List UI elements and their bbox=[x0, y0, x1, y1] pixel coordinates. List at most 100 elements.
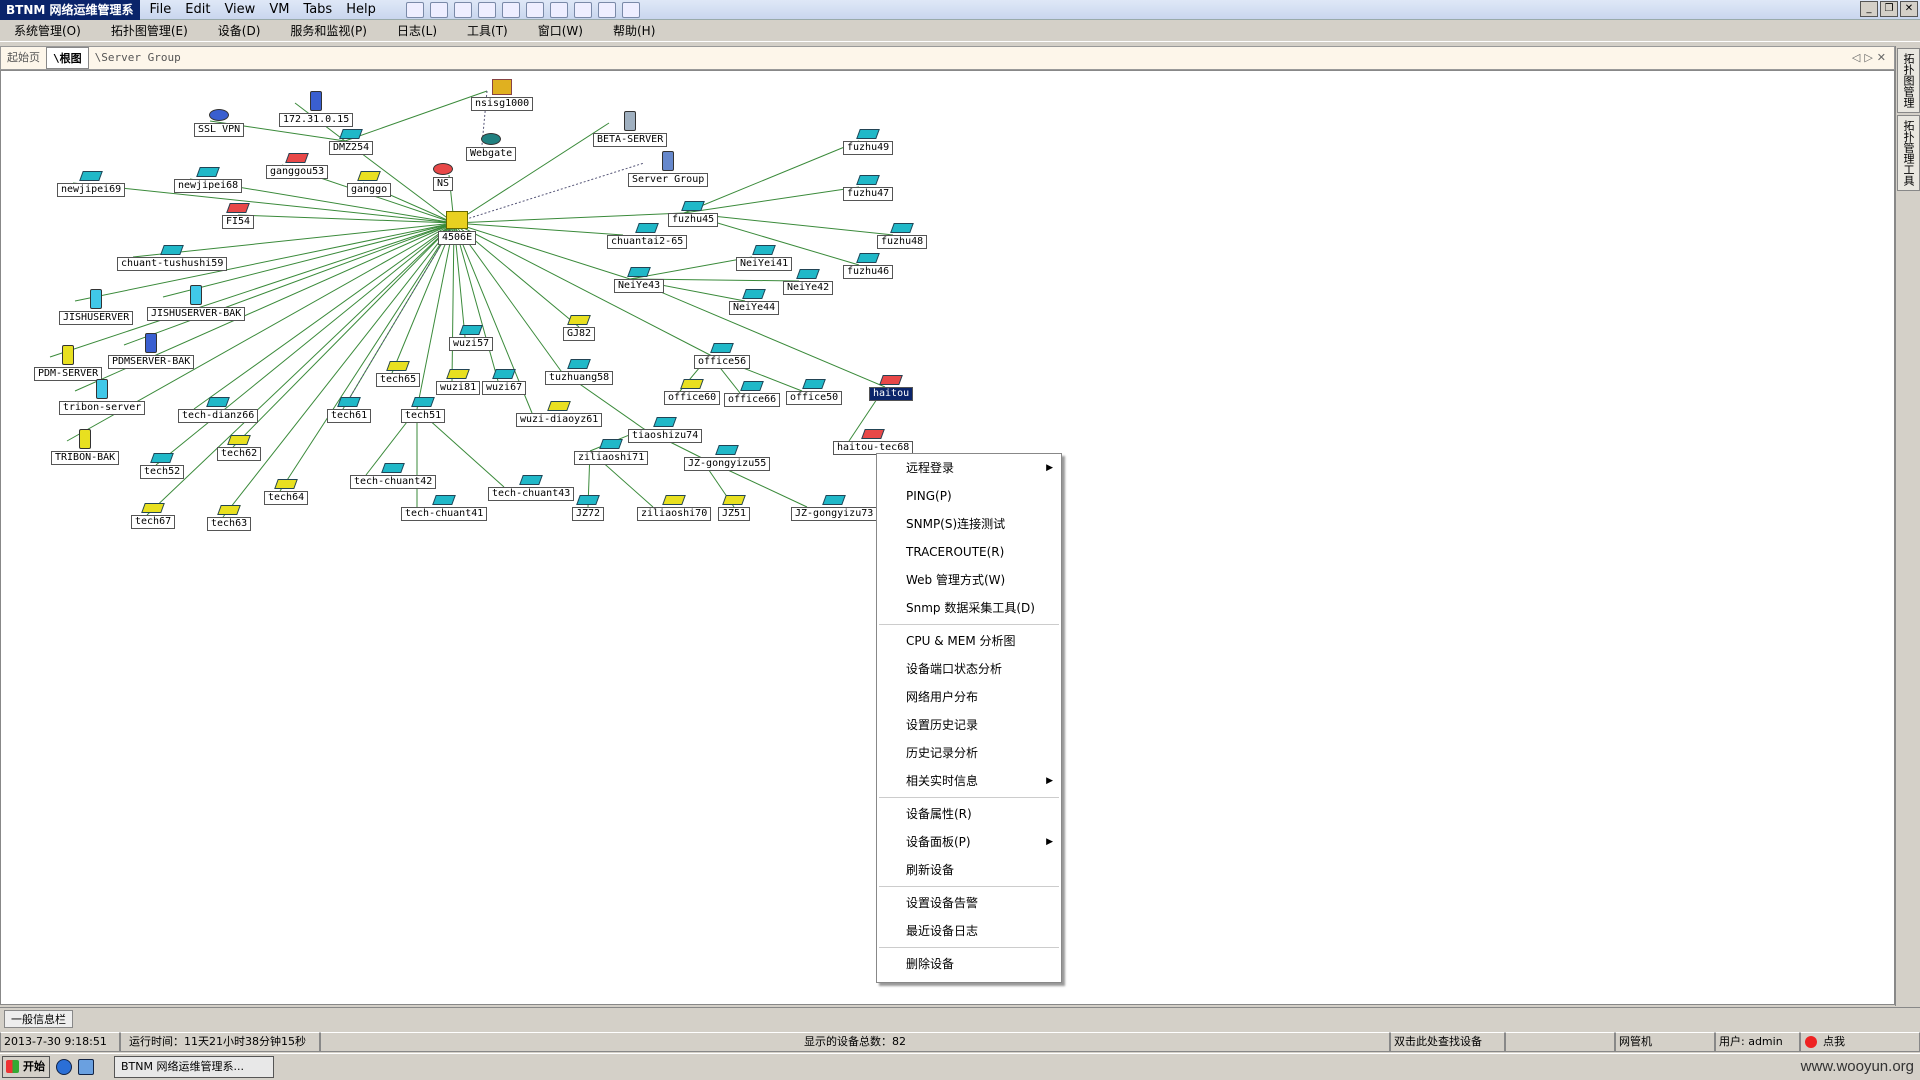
device-node-jz-gongyizu55[interactable]: JZ-gongyizu55 bbox=[684, 445, 771, 471]
device-node-wuzi81[interactable]: wuzi81 bbox=[436, 369, 481, 395]
menu-item-realtime-info[interactable]: 相关实时信息▶ bbox=[877, 767, 1061, 795]
device-node-tech61[interactable]: tech61 bbox=[327, 397, 372, 423]
device-node-office60[interactable]: office60 bbox=[664, 379, 721, 405]
menu-item-device-panel[interactable]: 设备面板(P)▶ bbox=[877, 828, 1061, 856]
pause-icon[interactable] bbox=[405, 1, 424, 18]
device-node-pdmserver-bak[interactable]: PDMSERVER-BAK bbox=[108, 333, 195, 369]
device-node-tech64[interactable]: tech64 bbox=[264, 479, 309, 505]
device-node-office50[interactable]: office50 bbox=[786, 379, 843, 405]
device-node-jz72[interactable]: JZ72 bbox=[572, 495, 605, 521]
sidebar-toggle-icon[interactable] bbox=[525, 1, 544, 18]
vm-menu-edit[interactable]: Edit bbox=[185, 2, 211, 17]
minimize-icon[interactable]: _ bbox=[1860, 1, 1878, 17]
ie-icon[interactable] bbox=[56, 1059, 72, 1075]
status-find-device[interactable]: 双击此处查找设备 bbox=[1390, 1032, 1505, 1052]
snapshot-manager-icon[interactable] bbox=[501, 1, 520, 18]
menu-item-port-status[interactable]: 设备端口状态分析 bbox=[877, 655, 1061, 683]
device-node-tech-chuant41[interactable]: tech-chuant41 bbox=[401, 495, 488, 521]
unity-icon[interactable] bbox=[597, 1, 616, 18]
menu-item-set-history[interactable]: 设置历史记录 bbox=[877, 711, 1061, 739]
vm-menu-view[interactable]: View bbox=[224, 2, 256, 17]
device-node-ganggo[interactable]: ganggo bbox=[347, 171, 392, 197]
device-node-tech62[interactable]: tech62 bbox=[217, 435, 262, 461]
device-node-tech65[interactable]: tech65 bbox=[376, 361, 421, 387]
device-node-fuzhu49[interactable]: fuzhu49 bbox=[843, 129, 894, 155]
explorer-icon[interactable] bbox=[78, 1059, 94, 1075]
device-node-ziliaoshi71[interactable]: ziliaoshi71 bbox=[574, 439, 649, 465]
device-node-wuzi57[interactable]: wuzi57 bbox=[449, 325, 494, 351]
device-node-jz-gongyizu73[interactable]: JZ-gongyizu73 bbox=[791, 495, 878, 521]
device-node-172-31-0-15[interactable]: 172.31.0.15 bbox=[279, 91, 354, 127]
device-node-ns[interactable]: NS bbox=[433, 163, 454, 191]
device-node-ssl-vpn[interactable]: SSL VPN bbox=[194, 109, 245, 137]
device-node-nsisg1000[interactable]: nsisg1000 bbox=[471, 79, 534, 111]
device-node-wuzi-diaoyz61[interactable]: wuzi-diaoyz61 bbox=[516, 401, 603, 427]
menu-item-cpu-mem[interactable]: CPU & MEM 分析图 bbox=[877, 627, 1061, 655]
menu-window[interactable]: 窗口(W) bbox=[537, 24, 583, 38]
device-node-tribon-bak[interactable]: TRIBON-BAK bbox=[51, 429, 120, 465]
info-tab[interactable]: 一般信息栏 bbox=[4, 1010, 73, 1028]
restore-icon[interactable]: ❐ bbox=[1880, 1, 1898, 17]
menu-item-snmp-test[interactable]: SNMP(S)连接测试 bbox=[877, 510, 1061, 538]
menu-device[interactable]: 设备(D) bbox=[217, 24, 261, 38]
device-node-dmz254[interactable]: DMZ254 bbox=[329, 129, 374, 155]
device-node-server-group[interactable]: Server Group bbox=[628, 151, 709, 187]
menu-item-web-manage[interactable]: Web 管理方式(W) bbox=[877, 566, 1061, 594]
device-node-fuzhu47[interactable]: fuzhu47 bbox=[843, 175, 894, 201]
close-icon[interactable]: ✕ bbox=[1900, 1, 1918, 17]
device-node-neiye42[interactable]: NeiYe42 bbox=[783, 269, 834, 295]
menu-item-remote-login[interactable]: 远程登录▶ bbox=[877, 454, 1061, 482]
device-node-fi54[interactable]: FI54 bbox=[222, 203, 255, 229]
device-node-chuantai2-65[interactable]: chuantai2-65 bbox=[607, 223, 688, 249]
menu-item-device-properties[interactable]: 设备属性(R) bbox=[877, 800, 1061, 828]
snapshot-icon[interactable] bbox=[453, 1, 472, 18]
device-node-jz51[interactable]: JZ51 bbox=[718, 495, 751, 521]
device-node-beta-server[interactable]: BETA-SERVER bbox=[593, 111, 668, 147]
device-node-gj82[interactable]: GJ82 bbox=[563, 315, 596, 341]
device-node-tech-dianz66[interactable]: tech-dianz66 bbox=[178, 397, 259, 423]
device-node-webgate[interactable]: Webgate bbox=[466, 133, 517, 161]
menu-item-traceroute[interactable]: TRACEROUTE(R) bbox=[877, 538, 1061, 566]
side-tab-tools[interactable]: 拓扑管理工具 bbox=[1897, 115, 1920, 191]
device-node-haitou[interactable]: haitou bbox=[869, 375, 914, 401]
device-node-tech67[interactable]: tech67 bbox=[131, 503, 176, 529]
menu-topology[interactable]: 拓扑图管理(E) bbox=[110, 24, 188, 38]
device-node-neiye44[interactable]: NeiYe44 bbox=[729, 289, 780, 315]
device-node-tech63[interactable]: tech63 bbox=[207, 505, 252, 531]
taskbar-item-btnm[interactable]: BTNM 网络运维管理系... bbox=[114, 1056, 274, 1078]
send-keys-icon[interactable] bbox=[429, 1, 448, 18]
menu-service-monitor[interactable]: 服务和监视(P) bbox=[290, 24, 367, 38]
fullscreen-icon[interactable] bbox=[573, 1, 592, 18]
device-node-neiyei41[interactable]: NeiYei41 bbox=[736, 245, 793, 271]
menu-item-refresh-device[interactable]: 刷新设备 bbox=[877, 856, 1061, 884]
device-node-tuzhuang58[interactable]: tuzhuang58 bbox=[545, 359, 614, 385]
tab-root-map[interactable]: \根图 bbox=[46, 47, 89, 69]
menu-log[interactable]: 日志(L) bbox=[396, 24, 438, 38]
menu-item-set-alarm[interactable]: 设置设备告警 bbox=[877, 889, 1061, 917]
device-node-tiaoshizu74[interactable]: tiaoshizu74 bbox=[628, 417, 703, 443]
side-tab-topology[interactable]: 拓扑图管理 bbox=[1897, 48, 1920, 113]
device-node-tech-chuant43[interactable]: tech-chuant43 bbox=[488, 475, 575, 501]
menu-item-snmp-collect[interactable]: Snmp 数据采集工具(D) bbox=[877, 594, 1061, 622]
tab-server-group[interactable]: \Server Group bbox=[94, 51, 181, 64]
device-node-tech-chuant42[interactable]: tech-chuant42 bbox=[350, 463, 437, 489]
device-node-tech52[interactable]: tech52 bbox=[140, 453, 185, 479]
device-node-haitou-tec68[interactable]: haitou-tec68 bbox=[833, 429, 914, 455]
device-node-ziliaoshi70[interactable]: ziliaoshi70 bbox=[637, 495, 712, 521]
menu-item-history-analysis[interactable]: 历史记录分析 bbox=[877, 739, 1061, 767]
device-node-pdm-server[interactable]: PDM-SERVER bbox=[34, 345, 103, 381]
device-node-newjipei68[interactable]: newjipei68 bbox=[174, 167, 243, 193]
vm-menu-file[interactable]: File bbox=[149, 2, 172, 17]
device-node-jishuserver[interactable]: JISHUSERVER bbox=[59, 289, 134, 325]
vm-menu-help[interactable]: Help bbox=[346, 2, 376, 17]
device-node-neiye43[interactable]: NeiYe43 bbox=[614, 267, 665, 293]
device-node-wuzi67[interactable]: wuzi67 bbox=[482, 369, 527, 395]
menu-item-recent-log[interactable]: 最近设备日志 bbox=[877, 917, 1061, 945]
device-node-office66[interactable]: office66 bbox=[724, 381, 781, 407]
tab-start-page[interactable]: 起始页 bbox=[7, 51, 40, 64]
device-node-fuzhu46[interactable]: fuzhu46 bbox=[843, 253, 894, 279]
device-node-newjipei69[interactable]: newjipei69 bbox=[57, 171, 126, 197]
device-node-tribon-server[interactable]: tribon-server bbox=[59, 379, 146, 415]
menu-item-ping[interactable]: PING(P) bbox=[877, 482, 1061, 510]
device-node-tech51[interactable]: tech51 bbox=[401, 397, 446, 423]
